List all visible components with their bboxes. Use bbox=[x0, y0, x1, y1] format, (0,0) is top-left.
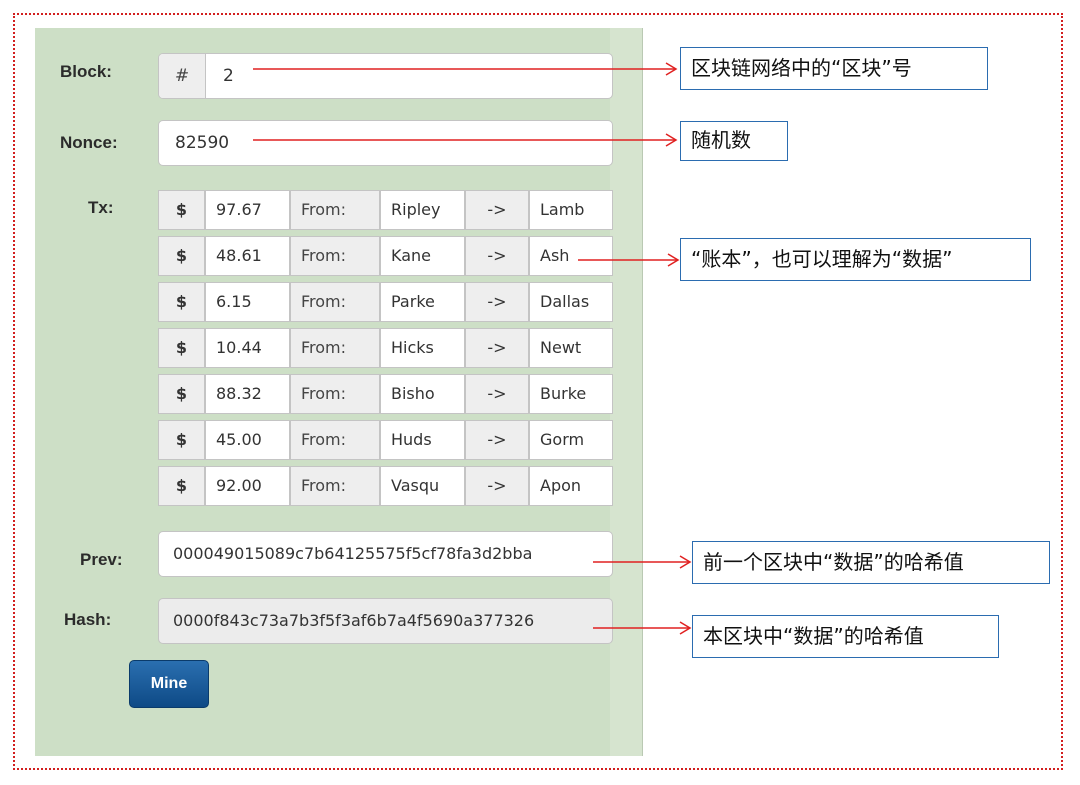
tx-from-label: From: bbox=[290, 420, 380, 460]
nonce-label: Nonce: bbox=[60, 133, 118, 152]
tx-arrow: -> bbox=[465, 236, 529, 276]
prev-hash-note: 前一个区块中“数据”的哈希值 bbox=[692, 541, 1050, 584]
tx-currency: $ bbox=[158, 466, 205, 506]
tx-recipient-input[interactable]: Burke bbox=[529, 374, 613, 414]
tx-from-label: From: bbox=[290, 190, 380, 230]
tx-arrow: -> bbox=[465, 282, 529, 322]
mine-button[interactable]: Mine bbox=[129, 660, 209, 708]
block-hash-prefix: # bbox=[159, 54, 206, 98]
tx-recipient-input[interactable]: Apon bbox=[529, 466, 613, 506]
nonce-note: 随机数 bbox=[680, 121, 788, 161]
tx-sender-input[interactable]: Ripley bbox=[380, 190, 465, 230]
tx-currency: $ bbox=[158, 420, 205, 460]
tx-currency: $ bbox=[158, 190, 205, 230]
tx-currency: $ bbox=[158, 374, 205, 414]
hash-output: 0000f843c73a7b3f5f3af6b7a4f5690a377326 bbox=[158, 598, 613, 644]
tx-currency: $ bbox=[158, 282, 205, 322]
tx-label: Tx: bbox=[88, 198, 114, 217]
tx-arrow: -> bbox=[465, 420, 529, 460]
block-number-value: 2 bbox=[223, 66, 234, 86]
tx-recipient-input[interactable]: Newt bbox=[529, 328, 613, 368]
ledger-data-note: “账本”，也可以理解为“数据” bbox=[680, 238, 1031, 281]
tx-amount-input[interactable]: 92.00 bbox=[205, 466, 290, 506]
tx-amount-input[interactable]: 45.00 bbox=[205, 420, 290, 460]
tx-recipient-input[interactable]: Ash bbox=[529, 236, 613, 276]
block-number-note: 区块链网络中的“区块”号 bbox=[680, 47, 988, 90]
nonce-input[interactable]: 82590 bbox=[158, 120, 613, 166]
tx-from-label: From: bbox=[290, 374, 380, 414]
tx-recipient-input[interactable]: Gorm bbox=[529, 420, 613, 460]
tx-arrow: -> bbox=[465, 328, 529, 368]
panel-edge bbox=[610, 28, 642, 756]
tx-sender-input[interactable]: Kane bbox=[380, 236, 465, 276]
tx-sender-input[interactable]: Parke bbox=[380, 282, 465, 322]
tx-currency: $ bbox=[158, 236, 205, 276]
tx-sender-input[interactable]: Bisho bbox=[380, 374, 465, 414]
tx-from-label: From: bbox=[290, 236, 380, 276]
prev-label: Prev: bbox=[80, 550, 123, 569]
tx-amount-input[interactable]: 10.44 bbox=[205, 328, 290, 368]
prev-hash-input[interactable]: 000049015089c7b64125575f5cf78fa3d2bba bbox=[158, 531, 613, 577]
block-label: Block: bbox=[60, 62, 112, 81]
tx-from-label: From: bbox=[290, 466, 380, 506]
tx-from-label: From: bbox=[290, 328, 380, 368]
tx-recipient-input[interactable]: Lamb bbox=[529, 190, 613, 230]
tx-sender-input[interactable]: Hicks bbox=[380, 328, 465, 368]
annotation-frame bbox=[13, 13, 1063, 770]
tx-amount-input[interactable]: 88.32 bbox=[205, 374, 290, 414]
tx-from-label: From: bbox=[290, 282, 380, 322]
tx-sender-input[interactable]: Huds bbox=[380, 420, 465, 460]
block-number-field[interactable]: # 2 bbox=[158, 53, 613, 99]
tx-recipient-input[interactable]: Dallas bbox=[529, 282, 613, 322]
tx-amount-input[interactable]: 6.15 bbox=[205, 282, 290, 322]
current-hash-note: 本区块中“数据”的哈希值 bbox=[692, 615, 999, 658]
tx-arrow: -> bbox=[465, 190, 529, 230]
tx-amount-input[interactable]: 48.61 bbox=[205, 236, 290, 276]
hash-label: Hash: bbox=[64, 610, 112, 629]
tx-currency: $ bbox=[158, 328, 205, 368]
tx-arrow: -> bbox=[465, 466, 529, 506]
tx-arrow: -> bbox=[465, 374, 529, 414]
tx-amount-input[interactable]: 97.67 bbox=[205, 190, 290, 230]
tx-sender-input[interactable]: Vasqu bbox=[380, 466, 465, 506]
